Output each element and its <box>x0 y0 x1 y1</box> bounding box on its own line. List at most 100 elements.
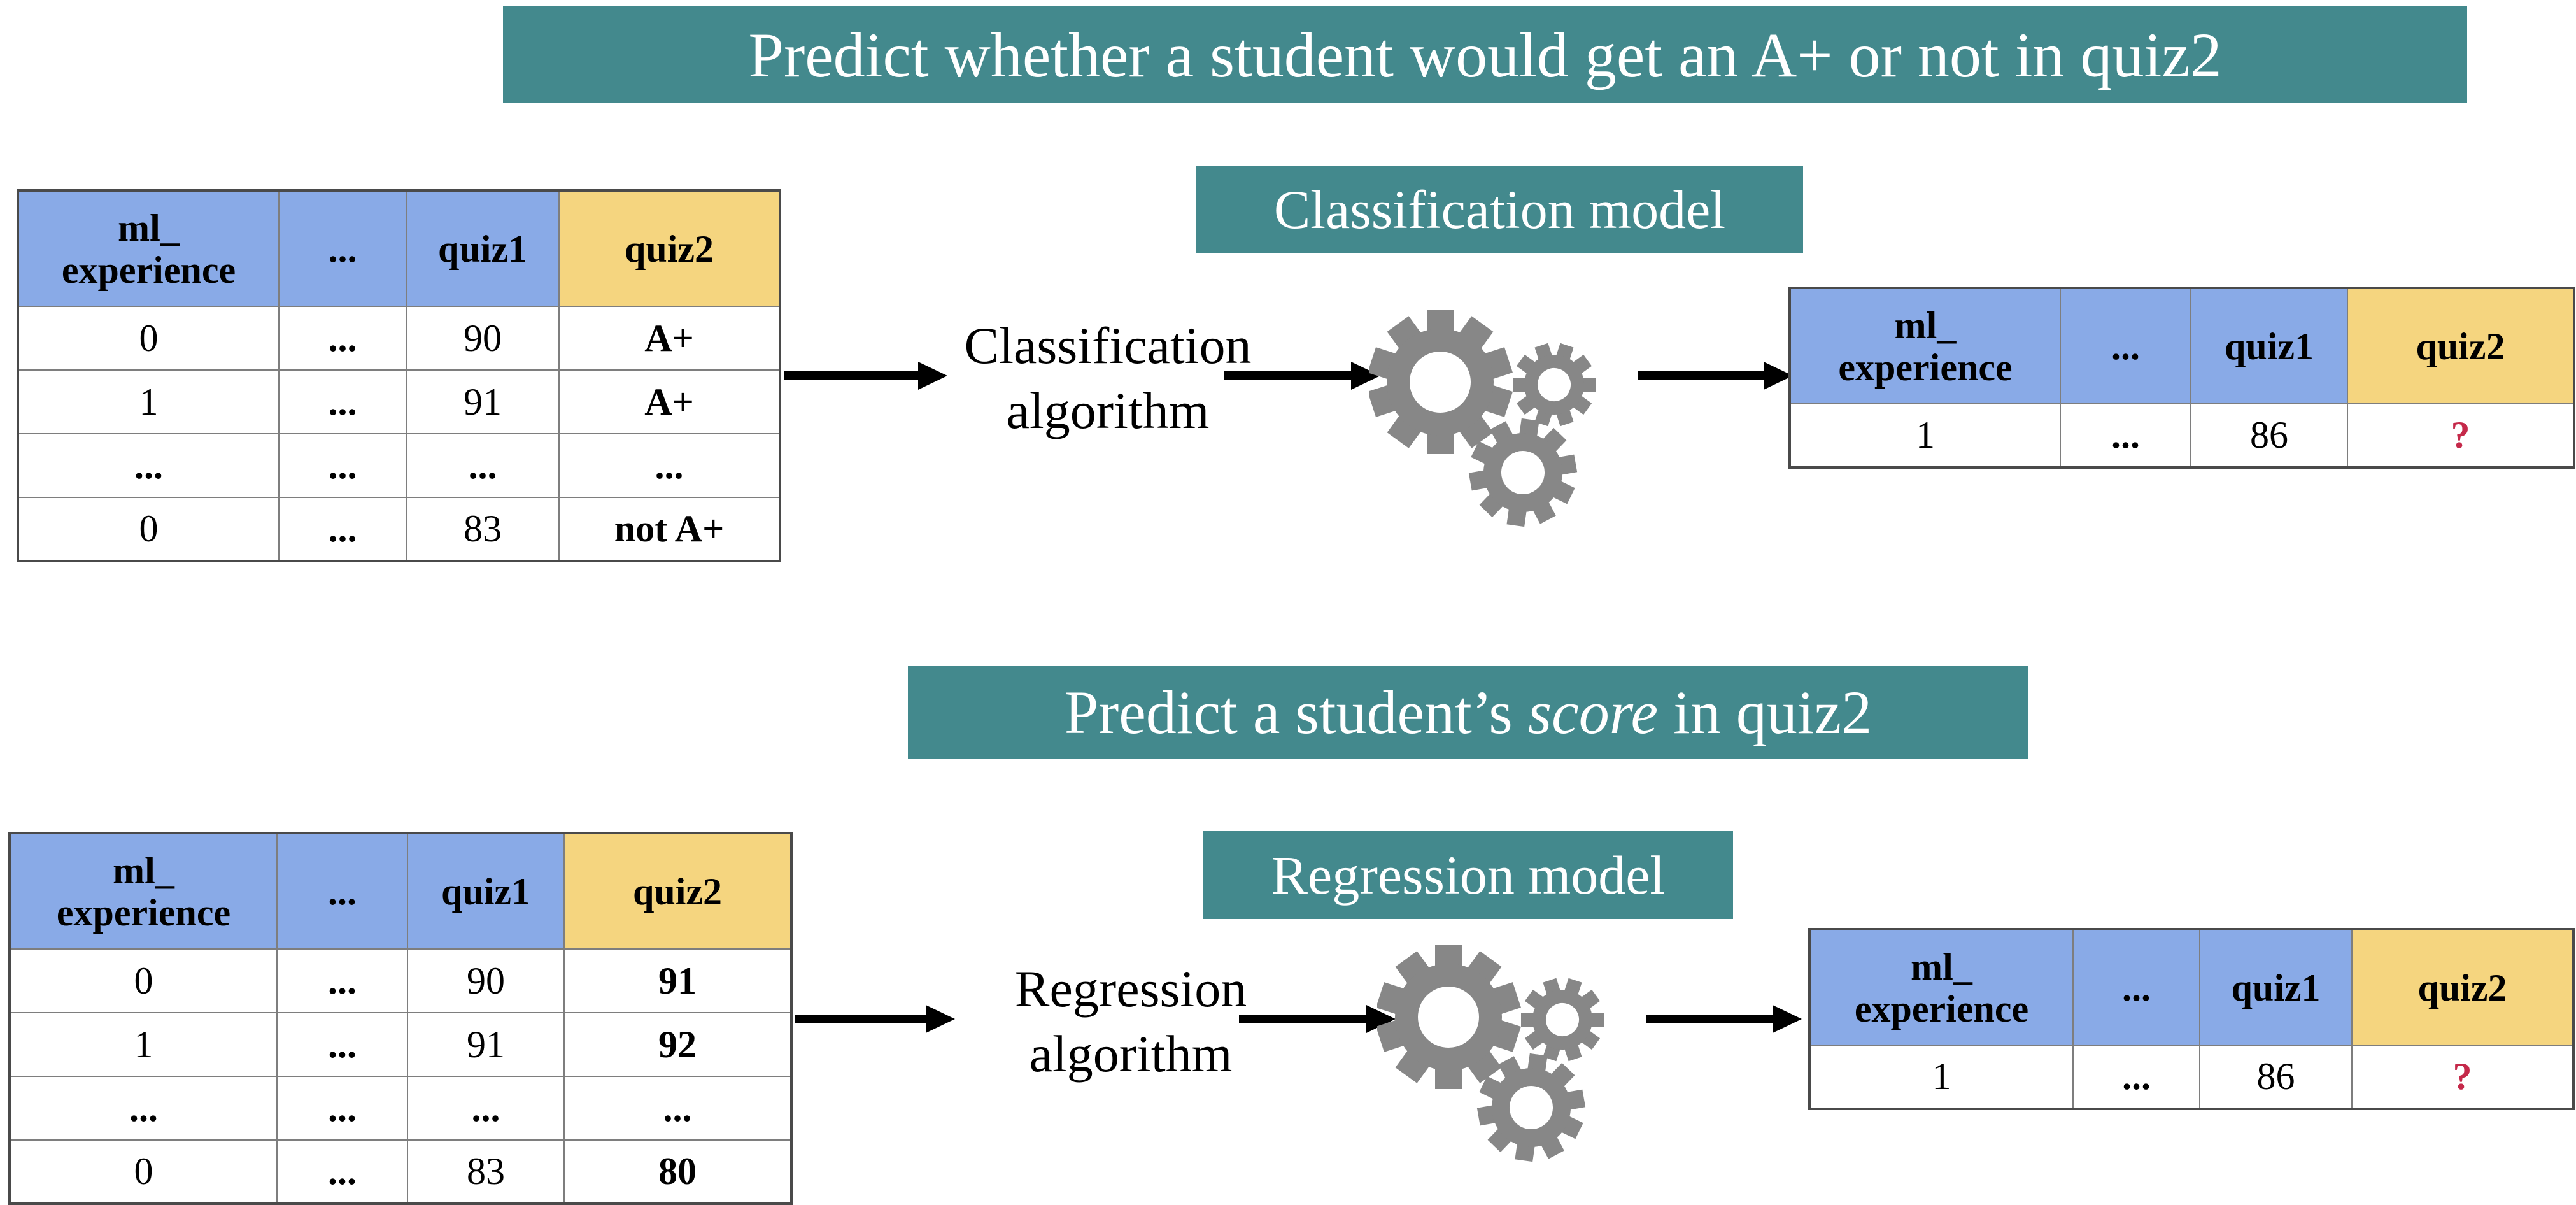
regression-algorithm-label: Regression algorithm <box>933 957 1328 1087</box>
flow-arrow <box>1646 1005 1802 1033</box>
table-cell: 1 <box>17 369 280 434</box>
table-cell: 1 <box>1809 1045 2074 1109</box>
table-row: 1 ... 86 ? <box>1809 1045 2574 1109</box>
column-header-quiz2: quiz2 <box>2347 287 2575 404</box>
classification-task-title: Predict whether a student would get an A… <box>748 19 2222 90</box>
header-line: experience <box>1838 346 2013 389</box>
header-line: ml_ <box>1894 304 1957 346</box>
table-cell: ... <box>2072 1045 2200 1109</box>
predicted-value-cell: ? <box>2351 1045 2574 1109</box>
table-row: 1 ... 86 ? <box>1789 403 2575 468</box>
arrow-shaft <box>1646 1015 1776 1023</box>
arrow-head <box>1764 362 1793 390</box>
table-cell: 0 <box>17 306 280 371</box>
regression-model-label: Regression model <box>1271 845 1666 906</box>
header-line: ml_ <box>1911 945 1972 988</box>
column-header-ml-experience: ml_ experience <box>1809 929 2074 1046</box>
table-cell: ... <box>2060 403 2191 468</box>
title-text: Predict a student’s <box>1064 678 1528 746</box>
header-line: experience <box>61 248 236 291</box>
classification-model-label: Classification model <box>1273 178 1726 240</box>
table-header-row: ml_ experience ... quiz1 quiz2 <box>9 832 792 950</box>
flow-arrow <box>1224 362 1380 390</box>
table-cell: 83 <box>406 497 560 562</box>
table-cell: ... <box>9 1076 278 1141</box>
table-cell: ... <box>563 1076 792 1141</box>
gears-icon <box>1369 310 1596 527</box>
column-header-ellipsis: ... <box>276 832 408 950</box>
regression-prediction-table: ml_ experience ... quiz1 quiz2 1 ... 86 … <box>1808 928 2575 1110</box>
arrow-shaft <box>784 371 922 380</box>
classification-model-banner: Classification model <box>1196 166 1803 253</box>
table-cell: ... <box>276 1139 408 1204</box>
label-line: algorithm <box>1029 1025 1233 1083</box>
header-line: ml_ <box>113 849 174 892</box>
column-header-ellipsis: ... <box>278 190 407 307</box>
table-cell: 92 <box>563 1012 792 1077</box>
table-row: ... ... ... ... <box>9 1076 792 1141</box>
table-cell: ... <box>276 948 408 1013</box>
arrow-head <box>918 362 947 390</box>
table-cell: ... <box>276 1012 408 1077</box>
table-cell: 0 <box>17 497 280 562</box>
table-cell: 83 <box>407 1139 565 1204</box>
column-header-quiz2: quiz2 <box>558 190 781 307</box>
table-cell: ... <box>407 1076 565 1141</box>
gears-icon <box>1377 945 1604 1162</box>
table-cell: 90 <box>406 306 560 371</box>
column-header-quiz1: quiz1 <box>406 190 560 307</box>
classification-task-banner: Predict whether a student would get an A… <box>503 6 2467 103</box>
header-line: experience <box>1854 987 2029 1030</box>
table-cell: 91 <box>407 1012 565 1077</box>
table-row: ... ... ... ... <box>17 433 781 498</box>
table-header-row: ml_ experience ... quiz1 quiz2 <box>17 190 781 307</box>
table-cell: ... <box>278 497 407 562</box>
table-cell: ... <box>276 1076 408 1141</box>
label-line: Classification <box>964 317 1252 374</box>
table-cell: ... <box>406 433 560 498</box>
table-cell: 86 <box>2199 1045 2353 1109</box>
column-header-ml-experience: ml_ experience <box>17 190 280 307</box>
column-header-quiz2: quiz2 <box>2351 929 2574 1046</box>
regression-training-table: ml_ experience ... quiz1 quiz2 0 ... 90 … <box>8 832 793 1205</box>
predicted-value-cell: ? <box>2347 403 2575 468</box>
table-cell: A+ <box>558 369 781 434</box>
column-header-ml-experience: ml_ experience <box>1789 287 2061 404</box>
table-header-row: ml_ experience ... quiz1 quiz2 <box>1809 929 2574 1046</box>
arrow-shaft <box>795 1015 930 1023</box>
regression-task-title: Predict a student’s score in quiz2 <box>1065 677 1872 748</box>
arrow-shaft <box>1224 371 1355 380</box>
table-cell: 90 <box>407 948 565 1013</box>
header-line: ml_ <box>118 206 180 249</box>
classification-prediction-table: ml_ experience ... quiz1 quiz2 1 ... 86 … <box>1788 287 2575 469</box>
table-row: 0 ... 83 not A+ <box>17 497 781 562</box>
arrow-head <box>926 1005 955 1033</box>
column-header-quiz1: quiz1 <box>2199 929 2353 1046</box>
column-header-ml-experience: ml_ experience <box>9 832 278 950</box>
table-row: 1 ... 91 A+ <box>17 369 781 434</box>
table-cell: A+ <box>558 306 781 371</box>
table-cell: 80 <box>563 1139 792 1204</box>
column-header-quiz1: quiz1 <box>2190 287 2348 404</box>
header-line: experience <box>56 891 231 934</box>
table-row: 0 ... 90 A+ <box>17 306 781 371</box>
column-header-quiz1: quiz1 <box>407 832 565 950</box>
table-cell: not A+ <box>558 497 781 562</box>
column-header-ellipsis: ... <box>2060 287 2191 404</box>
classification-algorithm-label: Classification algorithm <box>910 313 1305 443</box>
table-cell: ... <box>278 433 407 498</box>
arrow-shaft <box>1239 1015 1370 1023</box>
flow-arrow <box>1239 1005 1396 1033</box>
flow-arrow <box>795 1005 955 1033</box>
table-cell: ... <box>278 306 407 371</box>
table-cell: 0 <box>9 1139 278 1204</box>
table-row: 0 ... 90 91 <box>9 948 792 1013</box>
table-header-row: ml_ experience ... quiz1 quiz2 <box>1789 287 2575 404</box>
flow-arrow <box>1638 362 1793 390</box>
table-cell: ... <box>17 433 280 498</box>
table-row: 0 ... 83 80 <box>9 1139 792 1204</box>
label-line: Regression <box>1014 960 1247 1018</box>
table-cell: 86 <box>2190 403 2348 468</box>
table-cell: ... <box>278 369 407 434</box>
